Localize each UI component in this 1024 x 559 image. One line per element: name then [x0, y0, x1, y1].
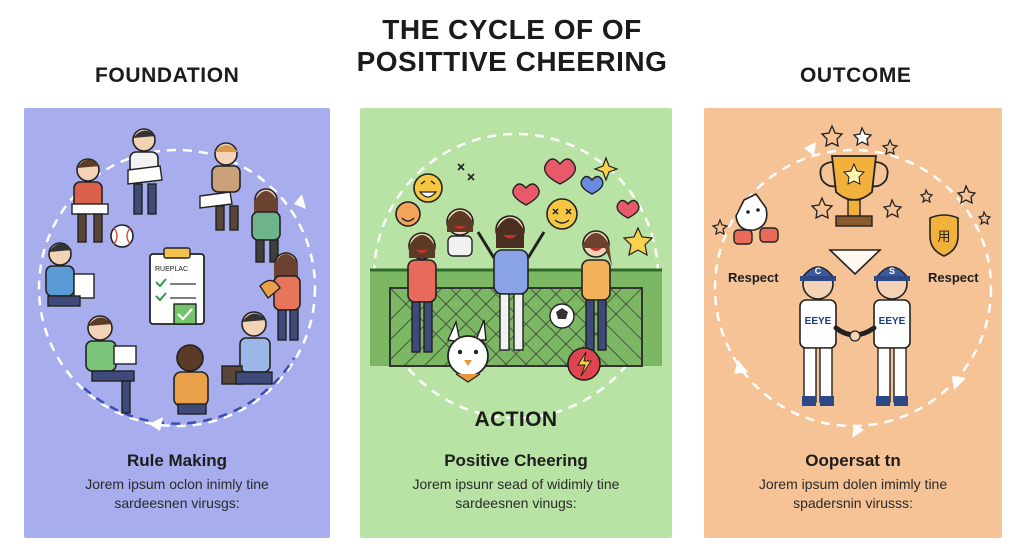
happy-face-icon — [395, 201, 421, 227]
cap-letter: C — [815, 266, 822, 276]
outcome-desc-line-2: spadersnin virusss: — [793, 495, 913, 511]
star-friend-icon — [733, 192, 779, 245]
sparkle-icon — [457, 163, 475, 181]
cycle-arrow-icon — [852, 424, 864, 438]
respect-label-right: Respect — [928, 270, 979, 285]
action-label: Positive Cheering — [444, 451, 588, 470]
heart-icon — [616, 199, 640, 219]
foundation-description: Jorem ipsum oclon inimly tine sardeesnen… — [24, 475, 330, 513]
foundation-desc-line-1: Jorem ipsum oclon inimly tine — [85, 476, 269, 492]
person-reading-icon — [251, 188, 281, 263]
baseball-player-icon: C EEYE — [799, 266, 837, 406]
cycle-arrow-icon — [734, 360, 748, 374]
cycle-arrow-icon — [294, 194, 306, 209]
foundation-panel: RUEPLAC — [24, 108, 330, 538]
shield-badge-icon: 用 — [929, 214, 959, 257]
action-desc-line-1: Jorem ipsunr sead of widimly tine — [412, 476, 620, 492]
action-description: Jorem ipsunr sead of widimly tine sardee… — [360, 475, 672, 513]
fan-girl-icon — [581, 230, 612, 351]
fan-girl-icon — [446, 208, 474, 257]
action-panel: ACTION Positive Cheering Jorem ipsunr se… — [360, 108, 672, 538]
cycle-arrow-icon — [804, 142, 816, 156]
fan-girl-icon — [476, 215, 546, 351]
star-icon — [711, 124, 992, 236]
star-icon — [622, 226, 654, 257]
trophy-icon — [819, 155, 889, 227]
outcome-description: Jorem ipsum dolen imimly tine spadersnin… — [704, 475, 1002, 513]
clipboard-text: RUEPLAC — [155, 266, 188, 273]
person-reading-icon — [221, 311, 273, 385]
foundation-desc-line-2: sardeesnen virusgs: — [114, 495, 240, 511]
heart-icon — [580, 175, 604, 195]
outcome-panel: 用 C EEYE S — [704, 108, 1002, 538]
person-reading-icon — [199, 142, 241, 231]
baseball-icon — [110, 224, 134, 248]
cycle-ring — [713, 148, 993, 428]
title-line-2: POSITTIVE CHEERING — [356, 46, 668, 77]
person-reading-icon — [71, 158, 109, 243]
cycle-ring-top — [37, 148, 317, 428]
diagram-title: THE CYCLE OF OF POSITTIVE CHEERING — [312, 14, 712, 78]
sparkle-icon — [593, 156, 619, 182]
person-reading-icon — [127, 128, 163, 215]
heart-icon — [543, 158, 577, 185]
cap-letter: S — [889, 266, 895, 276]
outcome-label: Oopersat tn — [805, 451, 901, 470]
person-reading-icon — [259, 252, 301, 341]
mascot-icon — [446, 319, 489, 383]
foundation-label: Rule Making — [126, 451, 228, 470]
ball-icon — [549, 303, 575, 329]
triangle-icon — [828, 249, 882, 276]
outcome-heading: OUTCOME — [800, 64, 912, 87]
action-illustration — [370, 132, 662, 420]
person-reading-icon — [173, 344, 209, 415]
respect-label-left: Respect — [728, 270, 779, 285]
jersey-text: EEYE — [879, 316, 906, 327]
jersey-text: EEYE — [805, 316, 832, 327]
foundation-illustration: RUEPLAC — [37, 128, 317, 431]
cycle-ring-bottom — [83, 357, 296, 425]
foundation-heading: FOUNDATION — [95, 64, 240, 87]
lightning-badge-icon — [567, 347, 601, 381]
person-reading-icon — [45, 242, 95, 307]
badge-text: 用 — [937, 230, 950, 245]
action-heading: ACTION — [474, 408, 558, 431]
outcome-desc-line-1: Jorem ipsum dolen imimly tine — [758, 476, 948, 492]
baseball-player-icon: S EEYE — [873, 266, 911, 406]
title-line-1: THE CYCLE OF OF — [382, 14, 642, 45]
action-desc-line-2: sardeesnen vinugs: — [455, 495, 577, 511]
cycle-arrow-icon — [952, 376, 966, 390]
outcome-illustration: 用 C EEYE S — [711, 124, 993, 438]
cycle-arrow-icon — [149, 417, 163, 431]
star-eyes-face-icon — [546, 198, 578, 230]
laughing-face-icon — [413, 173, 443, 203]
person-reading-icon — [85, 315, 137, 414]
heart-icon — [512, 183, 540, 206]
rule-clipboard-icon: RUEPLAC — [149, 247, 205, 325]
fan-girl-icon — [407, 232, 437, 353]
